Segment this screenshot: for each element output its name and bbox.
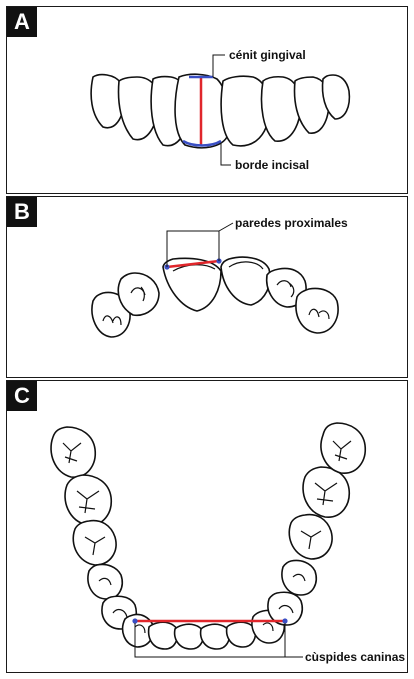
zenith-leader-line	[213, 55, 225, 77]
label-paredes-proximales: paredes proximales	[235, 216, 348, 230]
panel-b: B paredes proximales	[6, 196, 408, 378]
arch-left-molar-2	[65, 475, 111, 525]
arch-left-molar-1	[51, 427, 95, 477]
proximal-leader-line	[219, 223, 233, 231]
arch-incisor-3	[201, 624, 230, 649]
arch-right-premolar-1	[282, 560, 316, 595]
cusp-left-point	[132, 618, 137, 623]
cusp-right-point	[282, 618, 287, 623]
label-cuspides-caninas: cùspides caninas	[305, 650, 405, 664]
panel-a: A cénit gingival borde incisal	[6, 6, 408, 194]
label-cenit-gingival: cénit gingival	[229, 48, 306, 62]
dental-arch-occlusal-view: cùspides caninas	[7, 381, 408, 673]
arch-right-molar-1	[321, 423, 365, 473]
label-borde-incisal: borde incisal	[235, 158, 309, 172]
anterior-teeth-frontal-view: cénit gingival borde incisal	[7, 7, 408, 194]
arch-left-premolar-1	[88, 564, 122, 599]
panel-c: C c	[6, 380, 408, 673]
incisal-leader-line	[221, 143, 231, 165]
tooth-b-left-mid	[118, 273, 159, 315]
anterior-teeth-occlusal-view: paredes proximales	[7, 197, 408, 378]
arch-incisor-1	[149, 622, 178, 649]
tooth-b-central-right	[221, 257, 270, 305]
arch-right-molar-2	[303, 467, 349, 517]
arch-incisor-4	[227, 622, 256, 647]
arch-incisor-2	[175, 624, 204, 649]
